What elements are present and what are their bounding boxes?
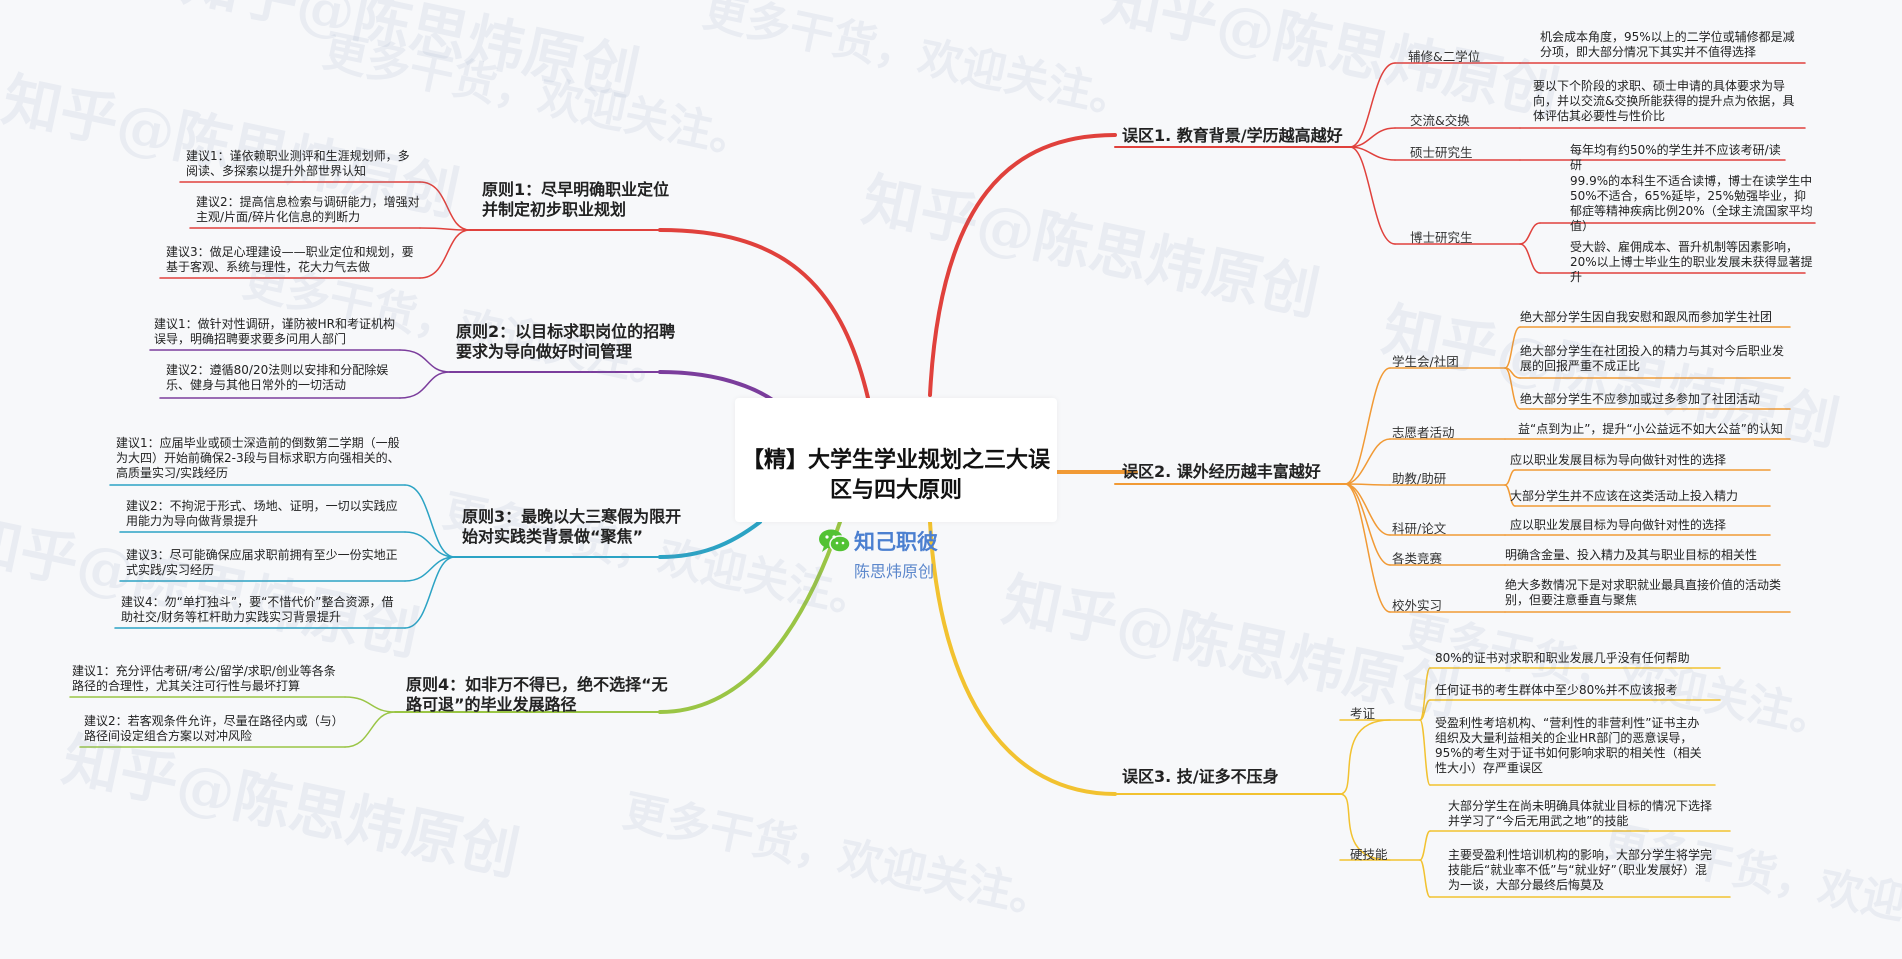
subtopic-label[interactable]: 博士研究生 xyxy=(1410,230,1473,245)
topic-p1[interactable]: 原则1：尽早明确职业定位并制定初步职业规划 xyxy=(482,180,670,219)
leaf-note[interactable]: 绝大部分学生不应参加或过多参加了社团活动 xyxy=(1520,392,1761,406)
topic-p4[interactable]: 原则4：如非万不得已，绝不选择“无路可退”的毕业发展路径 xyxy=(406,675,668,714)
branch-p3 xyxy=(658,520,762,559)
leaf-note[interactable]: 应以职业发展目标为导向做针对性的选择 xyxy=(1510,453,1727,467)
topic-mis3[interactable]: 误区3. 技/证多不压身 xyxy=(1122,767,1279,786)
central-topic[interactable]: 【精】大学生学业规划之三大误区与四大原则 xyxy=(735,398,1057,522)
leaf-note[interactable]: 建议4：勿“单打独斗”，要“不惜代价”整合资源，借助社交/财务等杠杆助力实践实习… xyxy=(121,595,394,624)
topic-p2[interactable]: 原则2：以目标求职岗位的招聘要求为导向做好时间管理 xyxy=(456,322,676,361)
leaf-note[interactable]: 机会成本角度，95%以上的二学位或辅修都是减分项，即大部分情况下其实并不值得选择 xyxy=(1540,30,1795,59)
leaf-note[interactable]: 每年均有约50%的学生并不应该考研/读研 xyxy=(1570,143,1781,172)
leaf-note[interactable]: 建议1：谨依赖职业测评和生涯规划师，多阅读、多探索以提升外部世界认知 xyxy=(186,149,410,178)
leaf-note[interactable]: 受盈利性考培机构、“营利性的非营利性”证书主办组织及大量利益相关的企业HR部门的… xyxy=(1435,716,1702,775)
mindmap-connectors xyxy=(69,62,1816,898)
leaf-note[interactable]: 主要受盈利性培训机构的影响，大部分学生将学完技能后“就业率不低”与“就业好”（职… xyxy=(1448,848,1713,892)
leaf-note[interactable]: 大部分学生在尚未明确具体就业目标的情况下选择并学习了“今后无用武之地”的技能 xyxy=(1448,799,1713,828)
subtopic-label[interactable]: 考证 xyxy=(1350,706,1376,721)
leaf-note[interactable]: 99.9%的本科生不适合读博，博士在读学生中50%不适合，65%延毕，25%勉强… xyxy=(1570,174,1813,233)
subtopic-label[interactable]: 硬技能 xyxy=(1350,847,1388,862)
subtopic-label[interactable]: 各类竞赛 xyxy=(1392,551,1443,566)
subtopic-label[interactable]: 交流&交换 xyxy=(1410,113,1470,128)
topic-mis1[interactable]: 误区1. 教育背景/学历越高越好 xyxy=(1122,126,1343,145)
leaf-note[interactable]: 建议1：应届毕业或硕士深造前的倒数第二学期（一般为大四）开始前确保2-3段与目标… xyxy=(116,436,400,480)
leaf-note[interactable]: 绝大部分学生因自我安慰和跟风而参加学生社团 xyxy=(1520,310,1773,324)
leaf-note[interactable]: 受大龄、雇佣成本、晋升机制等因素影响，20%以上博士毕业生的职业发展未获得显著提… xyxy=(1570,240,1813,284)
central-topic-title: 【精】大学生学业规划之三大误区与四大原则 xyxy=(741,448,1050,503)
leaf-note[interactable]: 建议3：尽可能确保应届求职前拥有至少一份实地正式实践/实习经历 xyxy=(126,548,398,577)
branch-mis1 xyxy=(928,133,1117,397)
leaf-note[interactable]: 建议1：充分评估考研/考公/留学/求职/创业等各条路径的合理性，尤其关注可行性与… xyxy=(72,664,336,693)
subtopic-label[interactable]: 校外实习 xyxy=(1392,598,1443,613)
leaf-note[interactable]: 建议1：做针对性调研，谨防被HR和考证机构误导，明确招聘要求要多问用人部门 xyxy=(154,317,395,346)
subtopic-label[interactable]: 硕士研究生 xyxy=(1410,145,1473,160)
leaf-note[interactable]: 绝大部分学生在社团投入的精力与其对今后职业发展的回报严重不成正比 xyxy=(1520,344,1785,373)
topic-mis2[interactable]: 误区2. 课外经历越丰富越好 xyxy=(1122,462,1321,481)
leaf-note[interactable]: 益“点到为止”，提升“小公益远不如大公益”的认知 xyxy=(1518,422,1783,436)
subtopic-label[interactable]: 助教/助研 xyxy=(1392,471,1447,486)
subtopic-label[interactable]: 辅修&二学位 xyxy=(1408,49,1481,64)
brand-subtitle: 陈思炜原创 xyxy=(854,562,935,581)
leaf-note[interactable]: 建议3：做足心理建设——职业定位和规划，要基于客观、系统与理性，花大力气去做 xyxy=(166,245,414,274)
branch-p4 xyxy=(658,520,842,714)
subtopic-label[interactable]: 志愿者活动 xyxy=(1392,425,1455,440)
leaf-note[interactable]: 建议2：若客观条件允许，尽量在路径内或（与）路径间设定组合方案以对冲风险 xyxy=(84,714,344,743)
leaf-note[interactable]: 80%的证书对求职和职业发展几乎没有任何帮助 xyxy=(1435,651,1690,665)
branch-p1 xyxy=(658,228,870,400)
leaf-note[interactable]: 任何证书的考生群体中至少80%并不应该报考 xyxy=(1435,683,1678,697)
leaf-note[interactable]: 建议2：遵循80/20法则以安排和分配除娱乐、健身与其他日常外的一切活动 xyxy=(166,363,389,392)
subtopic-label[interactable]: 学生会/社团 xyxy=(1392,354,1459,369)
leaf-note[interactable]: 要以下个阶段的求职、硕士申请的具体要求为导向，并以交流&交换所能获得的提升点为依… xyxy=(1533,79,1795,123)
branch-mis3 xyxy=(928,520,1117,796)
leaf-note[interactable]: 应以职业发展目标为导向做针对性的选择 xyxy=(1510,518,1727,532)
subtopic-label[interactable]: 科研/论文 xyxy=(1392,521,1447,536)
leaf-note[interactable]: 建议2：不拘泥于形式、场地、证明，一切以实践应用能力为导向做背景提升 xyxy=(126,499,398,528)
leaf-note[interactable]: 绝大多数情况下是对求职就业最具直接价值的活动类别，但要注意垂直与聚焦 xyxy=(1505,578,1782,607)
leaf-note[interactable]: 大部分学生并不应该在这类活动上投入精力 xyxy=(1510,489,1739,503)
brand-name: 知己职彼 xyxy=(854,530,938,554)
wechat-icon xyxy=(819,529,851,553)
leaf-note[interactable]: 明确含金量、投入精力及其与职业目标的相关性 xyxy=(1505,548,1758,562)
topic-p3[interactable]: 原则3：最晚以大三寒假为限开始对实践类背景做“聚焦” xyxy=(462,507,682,546)
leaf-note[interactable]: 建议2：提高信息检索与调研能力，增强对主观/片面/碎片化信息的判断力 xyxy=(196,195,420,224)
